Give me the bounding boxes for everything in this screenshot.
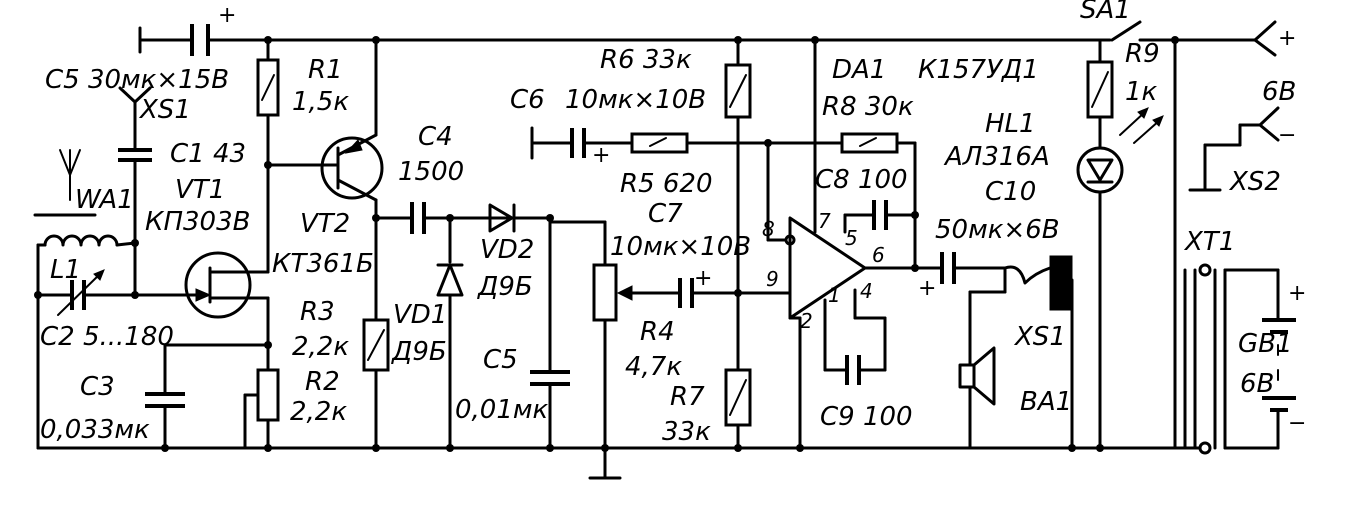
label-c3: C3: [80, 372, 115, 402]
label-r6: R6 33к: [600, 45, 692, 75]
label-hl1: HL1: [985, 109, 1036, 139]
sign-plus-c6: +: [592, 143, 610, 168]
label-vt2-type: КТ361Б: [272, 249, 374, 279]
label-c6: C6: [510, 85, 545, 115]
label-r4-value: 4,7к: [625, 352, 682, 382]
label-r5: R5 620: [620, 169, 713, 199]
label-gb1: GB1: [1238, 329, 1293, 359]
label-r9-value: 1к: [1125, 77, 1158, 107]
label-c1: C1 43: [170, 139, 246, 169]
label-xs1-top: XS1: [138, 95, 191, 125]
opamp-pin-numbers: 8 7 5 6 9 1 4 2: [762, 209, 885, 333]
label-r1: R1: [308, 55, 343, 85]
component-labels: SA1 C5 30мк×15В XS1 C1 43 WA1 VT1 КП303В…: [40, 0, 1296, 447]
sign-minus-gb1: −: [1288, 411, 1306, 436]
label-wa1: WA1: [75, 185, 134, 215]
label-c10: C10: [985, 177, 1036, 207]
sign-plus-c5: +: [218, 3, 236, 28]
label-c10-value: 50мк×6В: [935, 215, 1060, 245]
label-r8: R8 30к: [822, 92, 914, 122]
label-c4: C4: [418, 122, 453, 152]
sign-plus-c10: +: [918, 276, 936, 301]
label-c6-value: 10мк×10В: [565, 85, 706, 115]
label-r3-value: 2,2к: [292, 332, 349, 362]
label-ba1: BA1: [1020, 387, 1072, 417]
label-l1: L1: [50, 255, 81, 285]
label-vt1-type: КП303В: [145, 207, 250, 237]
sign-minus-xs2: −: [1278, 123, 1296, 148]
label-c2: C2 5...180: [40, 322, 174, 352]
pin-7: 7: [818, 209, 831, 233]
pin-1: 1: [828, 283, 841, 307]
label-gb1-value: 6В: [1240, 369, 1274, 399]
label-c8: C8 100: [815, 165, 908, 195]
ground-rail: [36, 444, 1202, 480]
label-r2-value: 2,2к: [290, 397, 347, 427]
pin-8: 8: [762, 217, 775, 241]
pin-5: 5: [845, 226, 858, 250]
label-hl1-type: АЛ316А: [943, 142, 1050, 172]
label-c5-top: C5 30мк×15В: [45, 65, 229, 95]
label-c4-value: 1500: [398, 157, 464, 187]
label-vt1: VT1: [175, 175, 225, 205]
label-r2: R2: [305, 367, 340, 397]
label-vd1-type: Д9Б: [391, 337, 447, 367]
label-c5-mid: C5: [483, 345, 518, 375]
label-c9: C9 100: [820, 402, 913, 432]
pin-9: 9: [766, 267, 779, 291]
top-supply-rail: [138, 20, 1232, 56]
label-xs2: XS2: [1228, 167, 1281, 197]
label-r4: R4: [640, 317, 675, 347]
label-c5-mid-value: 0,01мк: [455, 395, 549, 425]
input-section: [33, 38, 280, 450]
output-section: [940, 20, 1296, 455]
polarity-signs: + + + + + − + −: [218, 3, 1306, 436]
label-xt1: XT1: [1183, 227, 1235, 257]
sign-plus-c7: +: [694, 266, 712, 291]
label-vd2: VD2: [480, 235, 534, 265]
label-c7: C7: [648, 199, 683, 229]
label-r3: R3: [300, 297, 335, 327]
sign-plus-xs2: +: [1278, 26, 1296, 51]
label-vd2-type: Д9Б: [477, 272, 533, 302]
label-sa1: SA1: [1080, 0, 1131, 25]
label-supply: 6В: [1262, 77, 1296, 107]
label-r7: R7: [670, 382, 705, 412]
label-vd1: VD1: [393, 300, 447, 330]
pin-6: 6: [872, 243, 885, 267]
label-r7-value: 33к: [662, 417, 711, 447]
pin-2: 2: [800, 309, 813, 333]
label-r9: R9: [1125, 39, 1160, 69]
label-r1-value: 1,5к: [292, 87, 349, 117]
label-vt2: VT2: [300, 209, 350, 239]
label-da1-type: К157УД1: [918, 55, 1039, 85]
pin-4: 4: [860, 279, 873, 303]
label-c7-value: 10мк×10В: [610, 232, 751, 262]
label-da1: DA1: [832, 55, 886, 85]
sign-plus-gb1: +: [1288, 281, 1306, 306]
label-xs1-out: XS1: [1013, 322, 1066, 352]
label-c3-value: 0,033мк: [40, 415, 150, 445]
opamp-section: [530, 38, 942, 450]
vt2-stage: [266, 38, 742, 450]
